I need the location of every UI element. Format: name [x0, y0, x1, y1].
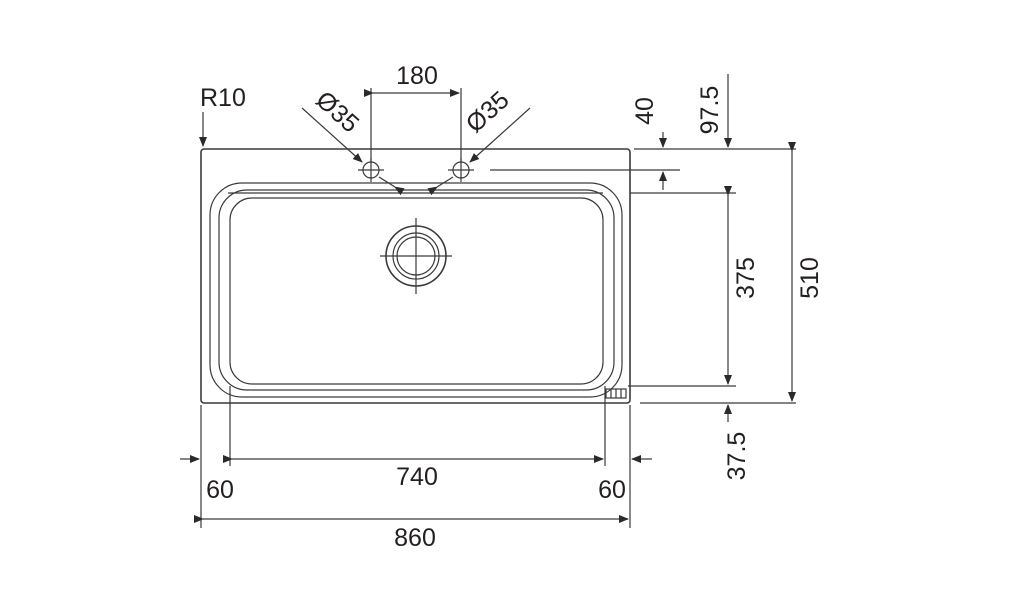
leader-line	[469, 107, 531, 163]
dimension-radius: R10	[199, 84, 246, 147]
dimension-37-5: 37.5	[723, 404, 751, 481]
dimension-375: 375	[628, 186, 760, 387]
hole-right-label: Ø35	[461, 86, 515, 138]
dim-180-label: 180	[396, 62, 438, 90]
overflow-plate	[605, 388, 627, 399]
dimension-bottom-row: 60 740 60 860	[180, 386, 652, 552]
dimension-hole-left: Ø35	[301, 86, 405, 196]
dim-60-left-label: 60	[206, 476, 234, 504]
dimension-hole-right: Ø35	[427, 86, 531, 196]
bowl-rim-inner	[218, 189, 615, 391]
dimension-97-5: 97.5	[630, 74, 736, 194]
hole-left-label: Ø35	[310, 86, 364, 138]
dim-40-label: 40	[631, 97, 659, 125]
dim-37-5-label: 37.5	[723, 432, 751, 481]
dimension-510: 510	[640, 142, 824, 404]
tap-holes	[358, 158, 474, 182]
bowl-inner	[229, 197, 604, 385]
leader-line	[378, 176, 405, 196]
dim-510-label: 510	[796, 257, 824, 299]
dim-375-label: 375	[732, 257, 760, 299]
sink-outer-edge	[200, 148, 631, 404]
dim-860-label: 860	[394, 524, 436, 552]
dim-97-5-label: 97.5	[696, 86, 724, 135]
dim-60-right-label: 60	[598, 476, 626, 504]
leader-line	[427, 176, 454, 196]
dimension-40: 40	[490, 97, 796, 190]
leader-line	[301, 107, 363, 163]
dimension-180: 180	[364, 62, 462, 162]
bowl-outer-rim	[209, 182, 623, 398]
sink-outline	[200, 148, 631, 404]
radius-label: R10	[200, 84, 246, 112]
drain	[380, 218, 452, 294]
dim-740-label: 740	[396, 463, 438, 491]
